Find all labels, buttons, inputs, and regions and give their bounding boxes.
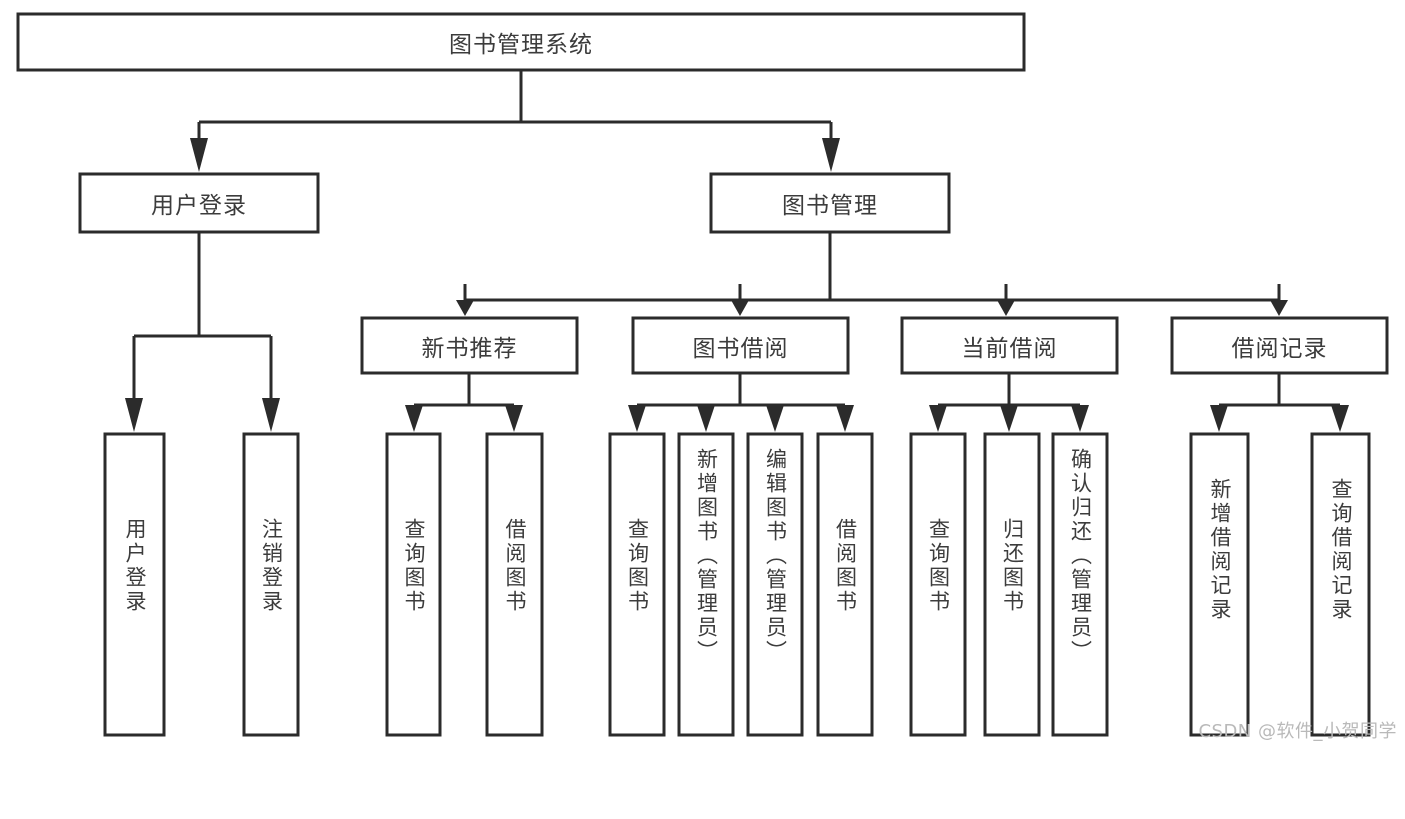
connector-current-borrow-to-leaves bbox=[929, 373, 1089, 432]
node-leaf-edit-book-admin[interactable] bbox=[746, 432, 804, 737]
arrow-head-icon bbox=[405, 405, 423, 432]
flowchart-canvas: 图书管理系统 用户登录 图书管理 新书推荐 图书借阅 当前借阅 借阅记录 用户登… bbox=[16, 12, 1397, 742]
node-leaf-confirm-return-admin[interactable] bbox=[1051, 432, 1109, 737]
node-book-borrowing[interactable] bbox=[631, 316, 850, 375]
arrow-head-icon bbox=[766, 405, 784, 432]
connector-borrow-record-to-leaves bbox=[1210, 373, 1349, 432]
node-leaf-query-borrow-record[interactable] bbox=[1310, 432, 1371, 737]
node-leaf-return-book[interactable] bbox=[983, 432, 1041, 737]
node-leaf-borrow-book-1[interactable] bbox=[485, 432, 544, 737]
arrow-head-icon bbox=[997, 300, 1015, 316]
flowchart-svg bbox=[16, 12, 1389, 737]
arrow-head-icon bbox=[1270, 300, 1288, 316]
connector-user-login-to-leaves bbox=[125, 232, 280, 432]
arrow-head-icon bbox=[505, 405, 523, 432]
node-user-login[interactable] bbox=[78, 172, 320, 234]
node-leaf-add-book-admin[interactable] bbox=[677, 432, 735, 737]
connector-book-management-to-level2 bbox=[456, 232, 1288, 316]
connector-book-borrow-to-leaves bbox=[628, 373, 854, 432]
node-leaf-query-book-1[interactable] bbox=[385, 432, 442, 737]
node-current-borrowing[interactable] bbox=[900, 316, 1119, 375]
node-leaf-query-book-2[interactable] bbox=[608, 432, 666, 737]
node-leaf-user-login[interactable] bbox=[103, 432, 166, 737]
node-book-management[interactable] bbox=[709, 172, 951, 234]
arrow-head-icon bbox=[1071, 405, 1089, 432]
arrow-head-icon bbox=[628, 405, 646, 432]
arrow-head-icon bbox=[190, 138, 208, 172]
node-root-book-management-system[interactable] bbox=[16, 12, 1026, 72]
arrow-head-icon bbox=[1000, 405, 1018, 432]
arrow-head-icon bbox=[731, 300, 749, 316]
connector-root-to-level1 bbox=[190, 70, 840, 172]
arrow-head-icon bbox=[456, 300, 474, 316]
csdn-watermark: CSDN @软件_小贺同学 bbox=[1198, 721, 1397, 742]
node-leaf-add-borrow-record[interactable] bbox=[1189, 432, 1250, 737]
node-new-book-recommendation[interactable] bbox=[360, 316, 579, 375]
arrow-head-icon bbox=[697, 405, 715, 432]
connector-new-book-rec-to-leaves bbox=[405, 373, 523, 432]
node-leaf-query-book-3[interactable] bbox=[909, 432, 967, 737]
arrow-head-icon bbox=[822, 138, 840, 172]
arrow-head-icon bbox=[125, 398, 143, 432]
arrow-head-icon bbox=[262, 398, 280, 432]
node-borrowing-record[interactable] bbox=[1170, 316, 1389, 375]
node-leaf-borrow-book-2[interactable] bbox=[816, 432, 874, 737]
arrow-head-icon bbox=[836, 405, 854, 432]
arrow-head-icon bbox=[1331, 405, 1349, 432]
arrow-head-icon bbox=[1210, 405, 1228, 432]
arrow-head-icon bbox=[929, 405, 947, 432]
node-leaf-logout-login[interactable] bbox=[242, 432, 300, 737]
